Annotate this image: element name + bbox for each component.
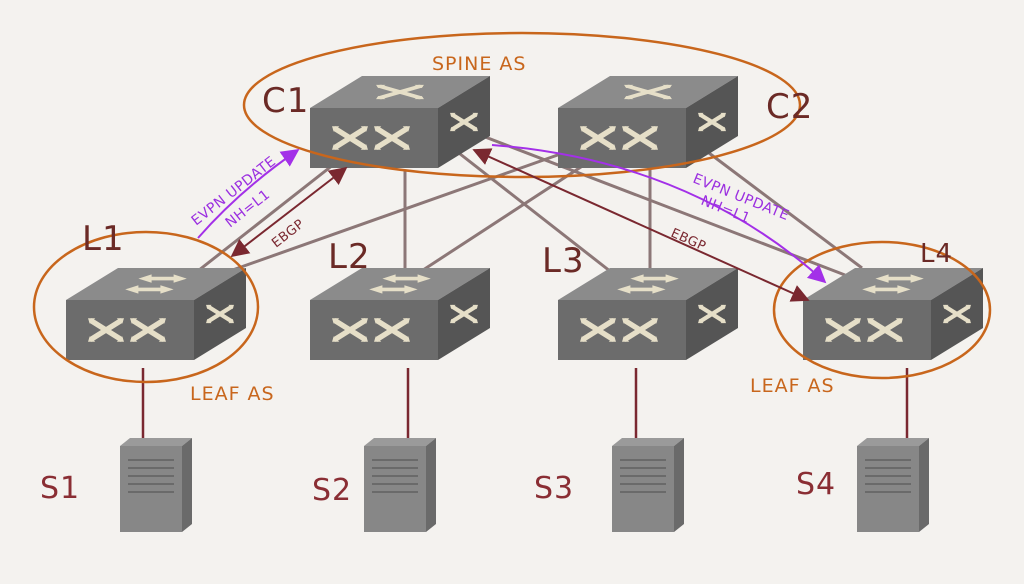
multilayer-switch-icon <box>558 268 738 360</box>
server-tower-icon <box>856 437 930 533</box>
node-label-c1: C1 <box>262 81 309 121</box>
link-c1-l3 <box>454 148 616 277</box>
server-s3 <box>611 437 685 533</box>
crossbar-switch-icon <box>310 76 490 168</box>
server-s1 <box>119 437 193 533</box>
multilayer-switch-icon <box>310 268 490 360</box>
multilayer-switch-icon <box>803 268 983 360</box>
server-tower-icon <box>363 437 437 533</box>
server-tower-icon <box>611 437 685 533</box>
server-s4 <box>856 437 930 533</box>
evpn-arrow-left <box>197 148 300 239</box>
node-label-l2: L2 <box>328 237 371 277</box>
node-label-l1: L1 <box>82 219 125 259</box>
leaf-switch-l4 <box>803 268 983 360</box>
server-label-s2: S2 <box>312 473 352 508</box>
server-tower-icon <box>119 437 193 533</box>
multilayer-switch-icon <box>66 268 246 360</box>
node-label-l3: L3 <box>542 241 585 281</box>
leaf-as-label-right: LEAF AS <box>750 375 835 397</box>
leaf-switch-l3 <box>558 268 738 360</box>
leaf-switch-l1 <box>66 268 246 360</box>
leaf-as-ring-left <box>32 230 260 384</box>
server-s2 <box>363 437 437 533</box>
server-label-s4: S4 <box>796 467 836 502</box>
server-label-s3: S3 <box>534 471 574 506</box>
leaf-as-label-left: LEAF AS <box>190 383 275 405</box>
spine-as-label: SPINE AS <box>432 53 526 75</box>
ebgp-label-right: EBGP <box>668 226 708 255</box>
spine-switch-c1 <box>310 76 490 168</box>
server-label-s1: S1 <box>40 471 80 506</box>
node-label-l4: L4 <box>920 239 953 269</box>
ebgp-arrow-right <box>472 148 810 302</box>
server-links <box>141 368 909 440</box>
node-label-c2: C2 <box>766 87 813 127</box>
leaf-switch-l2 <box>310 268 490 360</box>
ebgp-arrow-left <box>230 166 348 258</box>
leaf-as-ring-right <box>772 240 992 380</box>
